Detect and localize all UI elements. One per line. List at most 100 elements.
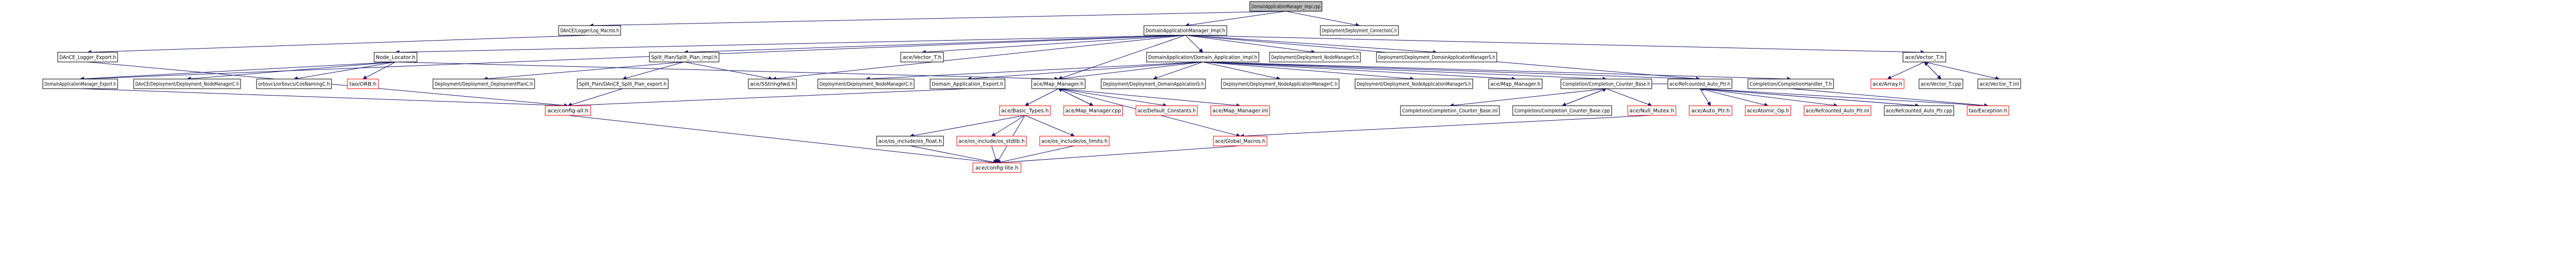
node-refcounted_auto_ptr_cpp[interactable]: ace/Refcounted_Auto_Ptr.cpp: [1884, 105, 1954, 116]
edge-completion_handler-to-tao_exception: [1790, 88, 1989, 108]
node-box: [1560, 79, 1652, 89]
node-box: [558, 25, 621, 36]
node-label: Deployment/Deployment_NodeApplicationMan…: [1357, 82, 1471, 88]
node-box: [1627, 105, 1676, 116]
dependency-edge: [1606, 88, 1652, 107]
dependency-edge: [1185, 35, 1316, 54]
node-ace_map_manager_inl[interactable]: ace/Map_Manager.inl: [1210, 105, 1270, 116]
node-label: ace/Default_Constants.h: [1138, 108, 1196, 114]
node-ace_basic_types[interactable]: ace/Basic_Types.h: [999, 105, 1051, 116]
edge-da_impl_h-to-dm_namS: [1202, 61, 1414, 81]
node-ace_vector_t_right[interactable]: ace/Vector_T.h: [1902, 52, 1946, 62]
edge-ccb_h-to-ccb_inl: [1449, 88, 1607, 108]
node-box: [930, 79, 1005, 89]
node-ace_config_lite[interactable]: ace/config-lite.h: [972, 162, 1022, 173]
node-da_impl_h[interactable]: DomainApplication/Domain_Application_Imp…: [1146, 52, 1259, 62]
node-label: ace/config-all.h: [547, 108, 589, 114]
dependency-edge: [684, 35, 1186, 54]
dependency-edge: [1025, 115, 1075, 137]
node-dm_connC[interactable]: Deployment/Deployment_ConnectionC.h: [1320, 25, 1399, 36]
dependency-edge: [80, 35, 1186, 81]
node-refcounted_auto_ptr_inl[interactable]: ace/Refcounted_Auto_Ptr.inl: [1804, 105, 1871, 116]
node-refcounted_auto_ptr_h[interactable]: ace/Refcounted_Auto_Ptr.h: [1667, 79, 1732, 89]
node-label: ace/Vector_T.h: [903, 55, 941, 61]
node-ccb_h[interactable]: Completion/Completion_Counter_Base.h: [1560, 79, 1652, 89]
dependency-edge: [1185, 35, 1203, 53]
node-dm_namC[interactable]: Deployment/Deployment_NodeApplicationMan…: [1221, 79, 1340, 89]
node-box: [1210, 105, 1270, 116]
node-ace_vector_tcpp[interactable]: ace/Vector_T.cpp: [1919, 79, 1963, 89]
node-ace_default_constants[interactable]: ace/Default_Constants.h: [1135, 105, 1198, 116]
edge-ace_global_macros-to-ace_config_lite: [996, 145, 1241, 165]
dependency-edge: [1202, 61, 1414, 81]
node-label: ace/config-lite.h: [976, 166, 1019, 171]
node-dance_logger_export[interactable]: DAnCE_Logger_Export.h: [57, 52, 118, 62]
node-label: Deployment/Deployment_NodeManagerS.h: [1271, 55, 1359, 61]
node-label: Domain_Application_Export.h: [932, 82, 1003, 88]
node-ccb_inl[interactable]: Completion/Completion_Counter_Base.inl: [1400, 105, 1500, 116]
dependency-edge: [1699, 88, 1989, 108]
dependency-edge: [1058, 35, 1186, 80]
node-logmacros[interactable]: DAnCE/Logger/Log_Macros.h: [558, 25, 621, 36]
edge-dam_impl_h-to-dm_nodemgrS: [1185, 35, 1316, 54]
dependency-edge: [293, 61, 396, 81]
node-dm_nodemgrC2[interactable]: Deployment/Deployment_NodeManagerC.h: [817, 79, 915, 89]
node-ace_array[interactable]: ace/Array.h: [1870, 79, 1905, 89]
node-box: [133, 79, 241, 89]
node-tao_orb[interactable]: tao/ORB.h: [347, 79, 379, 89]
node-box: [1249, 1, 1322, 12]
dependency-edge: [1024, 88, 1059, 106]
edge-da_impl_h-to-ace_map_manager_h2: [1202, 61, 1516, 81]
node-da_export[interactable]: Domain_Application_Export.h: [930, 79, 1005, 89]
node-dam_export[interactable]: DomainApplicationManager_Export.h: [42, 79, 118, 89]
node-label: DAnCE_Logger_Export.h: [59, 55, 116, 61]
node-dm_daS[interactable]: Deployment/Deployment_DomainApplicationS…: [1101, 79, 1206, 89]
edge-da_export-to-ace_config_all: [567, 88, 968, 108]
dependency-edge: [967, 61, 1203, 81]
node-dance_nodemgrC[interactable]: DAnCE/Deployment/Deployment_NodeManagerC…: [133, 79, 241, 89]
node-ace_null_mutex[interactable]: ace/Null_Mutex.h: [1627, 105, 1676, 116]
edge-ace_basic_types-to-ace_os_stdlib: [991, 115, 1025, 137]
node-ace_os_float[interactable]: ace/os_include/os_float.h: [876, 136, 944, 146]
node-node_locator[interactable]: Node_Locator.h: [374, 52, 417, 62]
node-ace_global_macros[interactable]: ace/Global_Macros.h: [1213, 136, 1267, 146]
dependency-edge: [1699, 88, 1769, 107]
node-dm_damS[interactable]: Deployment/Deployment_DomainApplicationM…: [1376, 52, 1497, 62]
node-ace_map_manager_h[interactable]: ace/Map_Manager.h: [1031, 79, 1086, 89]
edge-ace_map_manager_h-to-ace_default_constants: [1058, 88, 1167, 107]
node-ace_vector_tinl[interactable]: ace/Vector_T.inl: [1977, 79, 2021, 89]
node-orbsvcs_naming[interactable]: orbsvcs/orbsvcs/CosNamingC.h: [256, 79, 332, 89]
dependency-edge: [1699, 88, 1711, 106]
edge-root-to-dam_impl_h: [1185, 11, 1286, 27]
node-label: ace/os_include/os_limits.h: [1041, 139, 1108, 145]
node-box: [1143, 25, 1227, 36]
node-dam_impl_h[interactable]: DomainApplicationManager_Impl.h: [1143, 25, 1227, 36]
dependency-edge: [1924, 61, 1941, 80]
node-box: [1031, 79, 1086, 89]
node-ace_atomic_op[interactable]: ace/Atomic_Op.h: [1745, 105, 1791, 116]
node-box: [347, 79, 379, 89]
edge-logmacros-to-dance_logger_export: [87, 35, 590, 54]
node-ccb_cpp[interactable]: Completion/Completion_Counter_Base.cpp: [1512, 105, 1612, 116]
node-tao_exception[interactable]: tao/Exception.h: [1967, 105, 2009, 116]
node-completion_handler[interactable]: Completion/CompletionHandler_T.h: [1747, 79, 1834, 89]
node-dm_namS[interactable]: Deployment/Deployment_NodeApplicationMan…: [1355, 79, 1473, 89]
node-dm_nodemgrS[interactable]: Deployment/Deployment_NodeManagerS.h: [1269, 52, 1361, 62]
node-ace_vector_t_top[interactable]: ace/Vector_T.h: [900, 52, 944, 62]
node-dance_split_export[interactable]: Split_Plan/DAnCE_Split_Plan_export.h: [577, 79, 669, 89]
node-ace_map_manager_cpp[interactable]: ace/Map_Manager.cpp: [1063, 105, 1123, 116]
node-split_plan_impl[interactable]: Split_Plan/Split_Plan_impl.h: [649, 52, 720, 62]
node-label: Split_Plan/DAnCE_Split_Plan_export.h: [579, 82, 667, 88]
node-ace_sstring[interactable]: ace/SStringfwd.h: [748, 79, 797, 89]
node-ace_map_manager_h2[interactable]: ace/Map_Manager.h: [1488, 79, 1543, 89]
dependency-edge: [684, 61, 773, 81]
node-label: ace/Map_Manager.cpp: [1065, 108, 1121, 114]
dependency-edge: [1202, 61, 1700, 81]
node-dm_planC[interactable]: Deployment/Deployment_DeploymentPlanC.h: [432, 79, 535, 89]
node-ace_os_limits[interactable]: ace/os_include/os_limits.h: [1039, 136, 1110, 146]
node-ace_auto_ptr[interactable]: ace/Auto_Ptr.h: [1689, 105, 1732, 116]
node-ace_config_all[interactable]: ace/config-all.h: [545, 105, 591, 116]
node-label: Deployment/Deployment_NodeManagerC.h: [819, 82, 912, 88]
node-ace_os_stdlib[interactable]: ace/os_include/os_stdlib.h: [956, 136, 1027, 146]
